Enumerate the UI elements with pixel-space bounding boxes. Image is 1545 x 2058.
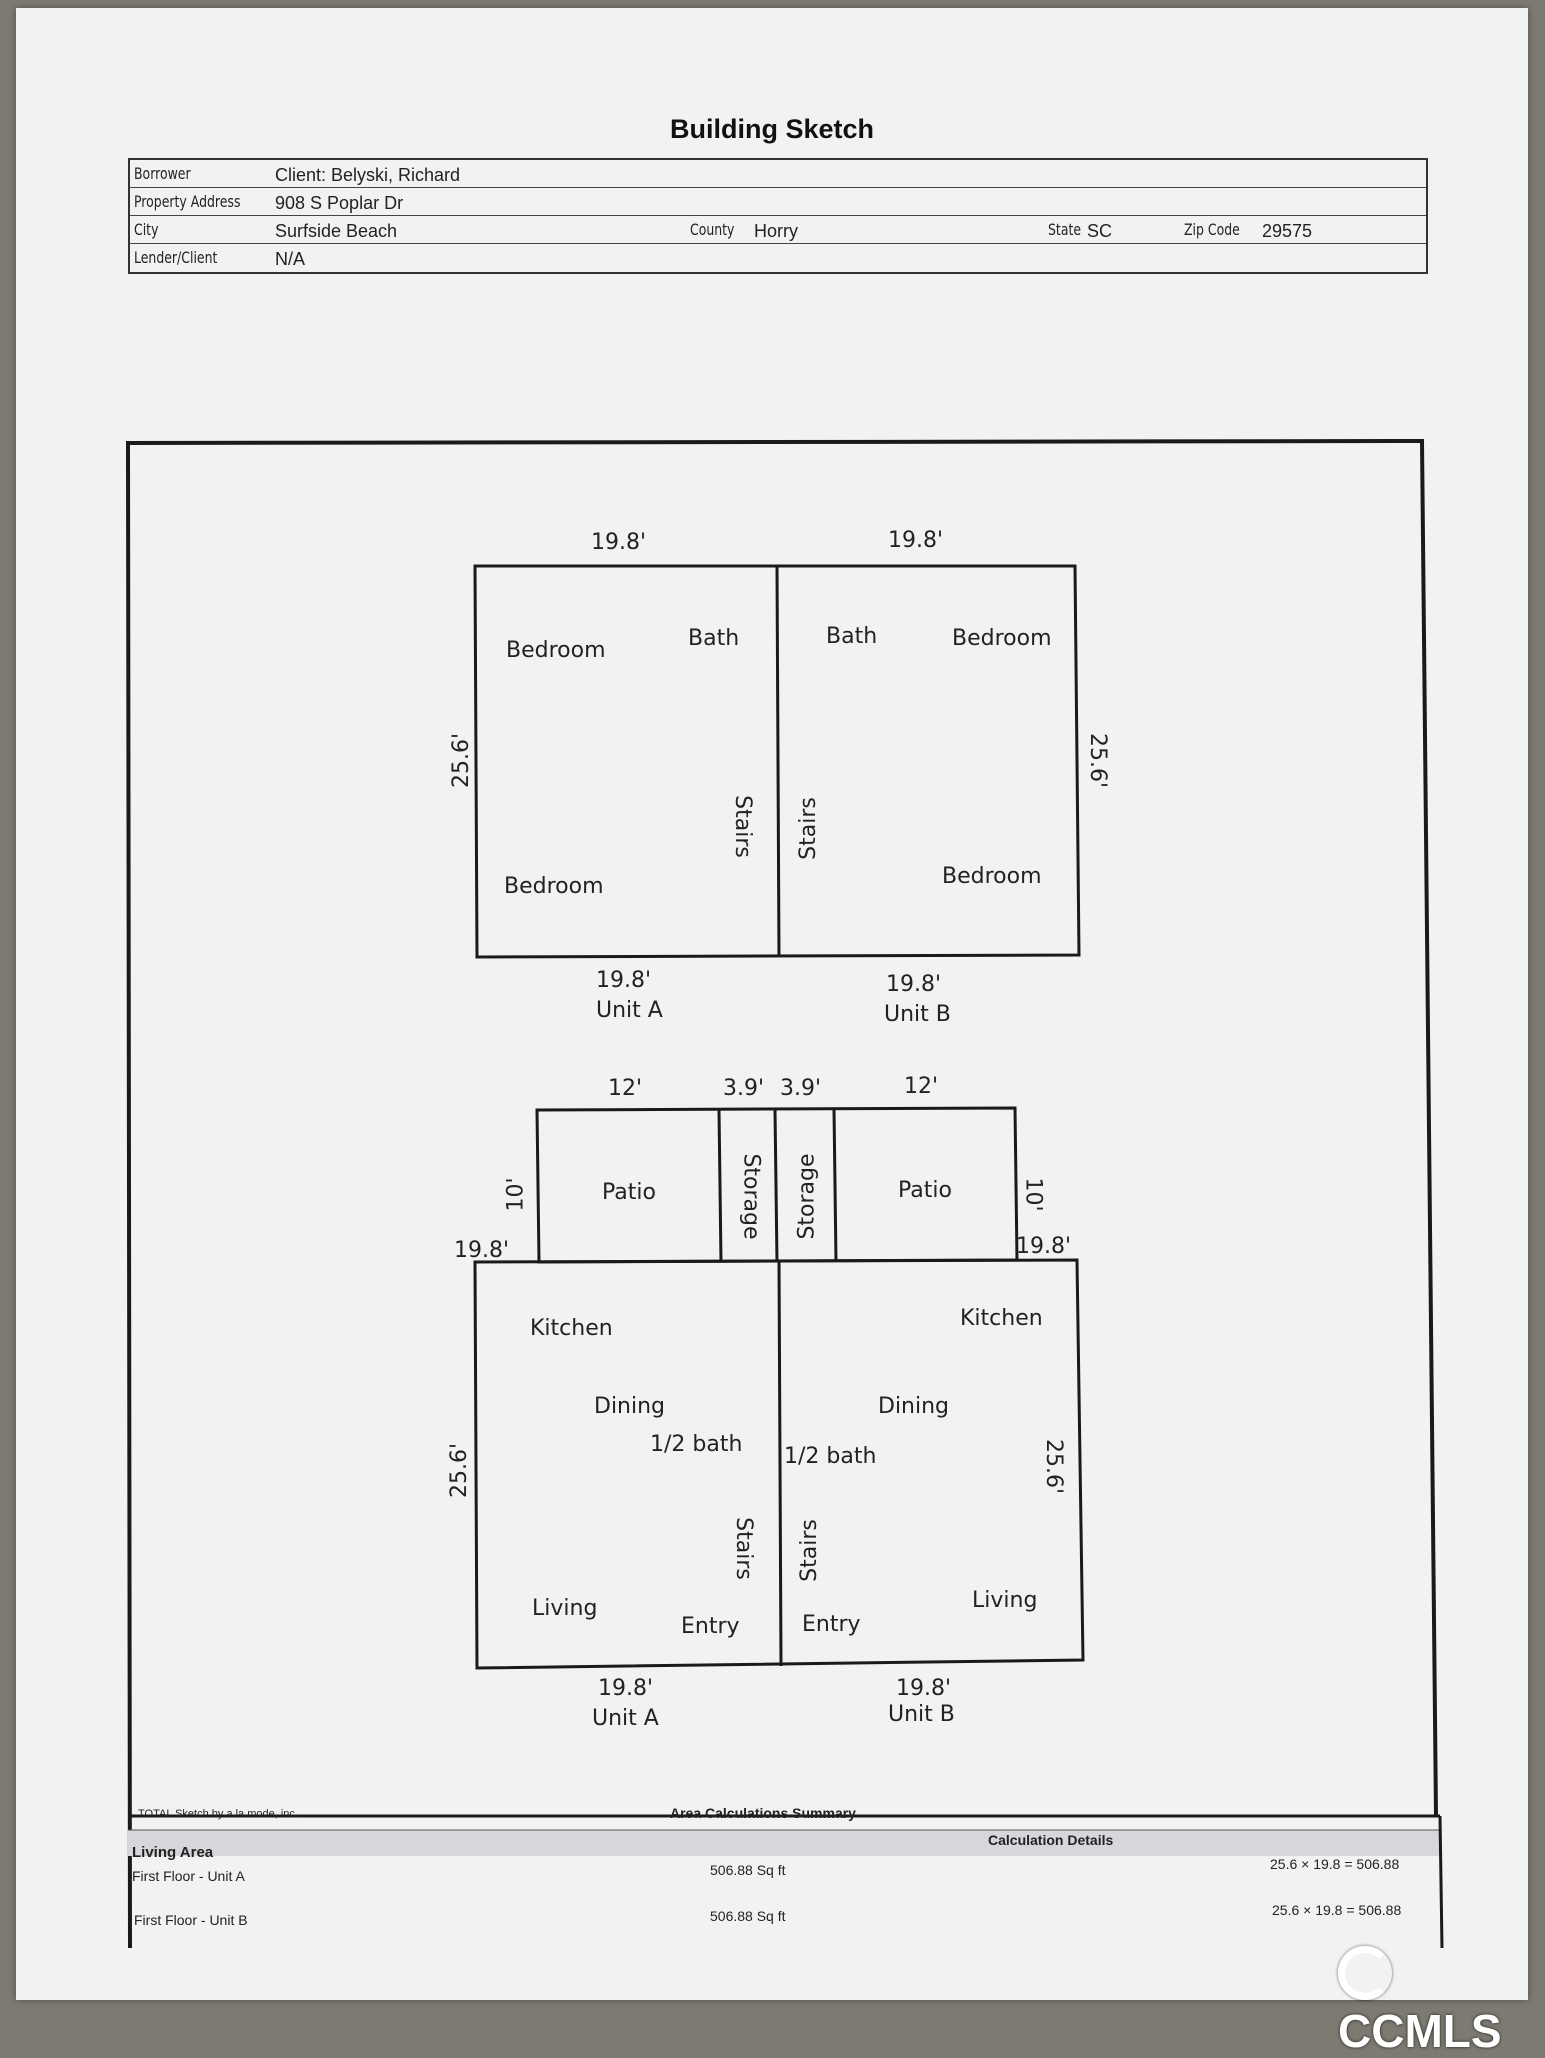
- storage-a-label: Storage: [738, 1153, 764, 1240]
- patio-a-top-dim: 12': [608, 1076, 643, 1101]
- second-b-bath: Bath: [826, 624, 878, 649]
- summary-title: Area Calculations Summary: [670, 1805, 856, 1821]
- second-a-top-dim: 19.8': [591, 530, 647, 555]
- second-a-bedroom-top: Bedroom: [506, 638, 606, 663]
- first-a-top-dim: 19.8': [454, 1238, 510, 1263]
- zip-value: 29575: [1262, 221, 1313, 241]
- lender-row: Lender/Client N/A: [130, 244, 1426, 271]
- row-1-calc: 25.6 × 19.8 = 506.88: [1270, 1856, 1400, 1872]
- city-row: City Surfside Beach County Horry State S…: [130, 216, 1426, 244]
- first-a-half-bath: 1/2 bath: [650, 1432, 743, 1457]
- first-b-bottom-dim: 19.8': [896, 1676, 952, 1701]
- first-b-dining: Dining: [878, 1394, 950, 1419]
- second-a-bedroom-bottom: Bedroom: [504, 874, 604, 899]
- page-title: Building Sketch: [669, 114, 875, 144]
- storage-b-top-dim: 3.9': [780, 1076, 822, 1101]
- first-a-unit-name: Unit A: [592, 1706, 659, 1731]
- city-label: City: [134, 220, 159, 239]
- second-b-bedroom-top: Bedroom: [952, 626, 1052, 651]
- city-value: Surfside Beach: [275, 221, 398, 241]
- row-2-calc: 25.6 × 19.8 = 506.88: [1272, 1902, 1402, 1918]
- first-b-side-dim: 25.6': [1041, 1438, 1067, 1495]
- first-b-top-dim: 19.8': [1016, 1234, 1072, 1259]
- second-b-bottom-dim: 19.8': [886, 972, 942, 997]
- row-1-label: First Floor - Unit A: [132, 1868, 245, 1884]
- mls-logo: CCMLS: [1338, 1942, 1545, 2057]
- first-b-kitchen: Kitchen: [960, 1306, 1043, 1331]
- first-b-stairs: Stairs: [796, 1519, 822, 1582]
- second-b-bedroom-bottom: Bedroom: [942, 864, 1042, 889]
- state-label: State: [1048, 220, 1082, 239]
- living-area-header: Living Area: [132, 1844, 214, 1861]
- row-1-area: 506.88 Sq ft: [710, 1862, 786, 1878]
- second-floor-plan: [473, 564, 1081, 959]
- row-2-label: First Floor - Unit B: [134, 1912, 248, 1928]
- first-a-living: Living: [532, 1596, 598, 1621]
- sketch-frame: [125, 438, 1444, 1949]
- borrower-value: Client: Belyski, Richard: [275, 165, 461, 185]
- second-a-bath: Bath: [688, 626, 740, 651]
- first-b-entry: Entry: [802, 1612, 861, 1637]
- storage-a-top-dim: 3.9': [723, 1076, 765, 1101]
- county-label: County: [690, 220, 735, 239]
- lender-label: Lender/Client: [134, 248, 218, 267]
- second-b-top-dim: 19.8': [888, 528, 944, 553]
- first-floor-plan: [473, 1106, 1085, 1670]
- first-a-kitchen: Kitchen: [530, 1316, 613, 1341]
- first-b-half-bath: 1/2 bath: [784, 1444, 877, 1469]
- first-a-bottom-dim: 19.8': [598, 1676, 654, 1701]
- logo-mark-icon: [1338, 1945, 1392, 2000]
- property-info-table: Borrower Client: Belyski, Richard Proper…: [128, 158, 1428, 274]
- address-value: 908 S Poplar Dr: [275, 193, 404, 213]
- software-credit: TOTAL Sketch by a la mode, inc.: [138, 1808, 298, 1820]
- storage-b-label: Storage: [794, 1153, 820, 1240]
- patio-b-side-dim: 10': [1020, 1177, 1046, 1212]
- logo-text: CCMLS: [1338, 2004, 1502, 2057]
- second-a-unit-name: Unit A: [596, 998, 663, 1023]
- calc-details-header: Calculation Details: [988, 1832, 1114, 1848]
- patio-a-label: Patio: [602, 1180, 656, 1205]
- address-label: Property Address: [134, 192, 241, 211]
- second-a-bottom-dim: 19.8': [596, 968, 652, 993]
- borrower-row: Borrower Client: Belyski, Richard: [130, 160, 1426, 188]
- second-b-unit-name: Unit B: [884, 1002, 951, 1027]
- zip-label: Zip Code: [1184, 220, 1240, 239]
- lender-value: N/A: [275, 249, 306, 269]
- first-a-stairs: Stairs: [730, 1517, 756, 1580]
- county-value: Horry: [754, 221, 798, 241]
- patio-b-label: Patio: [898, 1178, 952, 1203]
- first-a-entry: Entry: [681, 1614, 740, 1639]
- first-b-living: Living: [972, 1588, 1038, 1613]
- address-row: Property Address 908 S Poplar Dr: [130, 188, 1426, 216]
- patio-b-top-dim: 12': [904, 1074, 939, 1099]
- first-a-side-dim: 25.6': [447, 1442, 473, 1499]
- row-2-area: 506.88 Sq ft: [710, 1908, 786, 1924]
- first-a-dining: Dining: [594, 1394, 666, 1419]
- state-value: SC: [1087, 221, 1113, 241]
- first-b-unit-name: Unit B: [888, 1702, 955, 1727]
- patio-a-side-dim: 10': [503, 1177, 529, 1212]
- borrower-label: Borrower: [134, 164, 191, 183]
- sketch-page: Building Sketch Borrower Client: Belyski…: [16, 8, 1528, 2000]
